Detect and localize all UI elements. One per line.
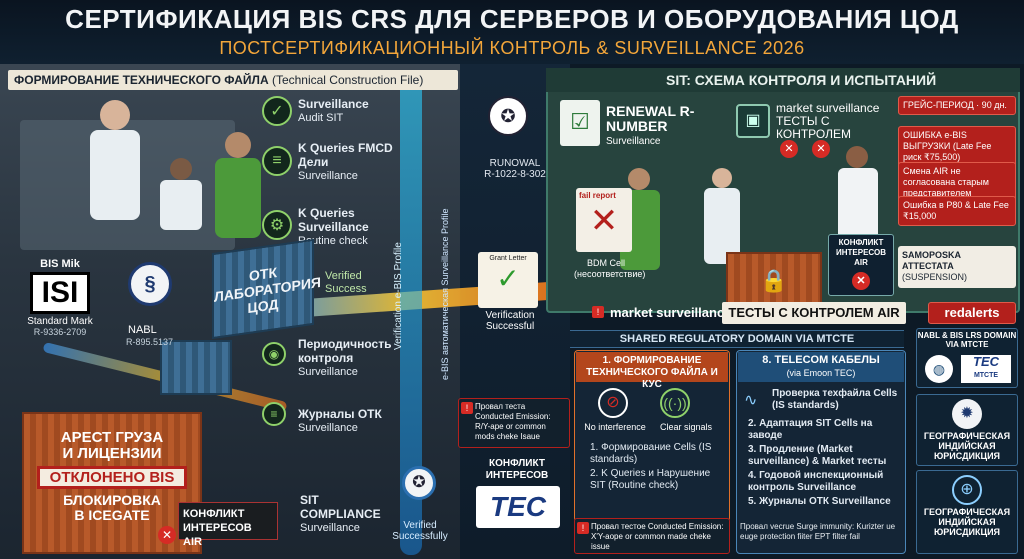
seal-icon: ✪ <box>488 96 528 136</box>
conflict-tec-title: КОНФЛИКТ ИНТЕРЕСОВ <box>485 458 549 481</box>
no-interference-icon: ⊘ <box>598 388 628 418</box>
box2-item: 4. Годовой инспекционный контроль Survei… <box>748 470 884 493</box>
lock-icon: 🔒 <box>760 268 788 293</box>
engineer-avatar <box>225 132 251 158</box>
bis-mark: BIS Mik ISI Standard Mark R-9336-2709 <box>27 258 93 337</box>
vertical-label-surveillance: e-BIS автоматическая Surveillance Profil… <box>440 208 450 380</box>
tec-logo: TEC <box>476 486 560 528</box>
verification-successful: Verification Successful <box>485 310 535 332</box>
close-icon: ✕ <box>812 140 830 158</box>
lab-coat <box>704 188 740 264</box>
nabl-label: NABL <box>128 324 157 336</box>
close-icon: ✕ <box>780 140 798 158</box>
alert-grace-period: ГРЕЙС-ПЕРИОД · 90 дн. <box>898 96 1016 115</box>
inspector-avatar <box>628 168 650 190</box>
page-subtitle: ПОСТСЕРТИФИКАЦИОННЫЙ КОНТРОЛЬ & SURVEILL… <box>219 38 805 58</box>
sit-title: SIT: СХЕМА КОНТРОЛЯ И ИСПЫТАНИЙ <box>546 68 1020 92</box>
box2-item: Проверка техфайла Cells (IS standards) <box>772 388 898 411</box>
emblem-icon: ✹ <box>952 399 982 429</box>
no-interference-label: No interference <box>584 422 646 432</box>
checklist-icon: ✓ <box>262 96 292 126</box>
globe-icon: ⊕ <box>952 475 982 505</box>
conflict-air-badge: КОНФЛИКТ ИНТЕРЕСОВ AIR <box>178 502 278 548</box>
samoposka-box: SAMOPOSKA АТТЕСТАТА(SUSPENSION) <box>898 246 1016 288</box>
camera-icon: ◉ <box>262 342 286 366</box>
verified-successfully: Verified Successfully <box>392 520 448 542</box>
vertical-label-ebis: Verification e-BIS Profile <box>393 242 404 350</box>
scientist-avatar <box>712 168 732 188</box>
globe-icon: ◍ <box>925 355 953 383</box>
lab-container: ОТК ЛАБОРАТОРИЯ ЦОД <box>212 238 321 340</box>
isi-logo: ISI <box>30 272 90 314</box>
technician-avatar <box>170 158 192 180</box>
left-panel-title: ФОРМИРОВАНИЕ ТЕХНИЧЕСКОГО ФАЙЛА (Technic… <box>8 70 458 90</box>
signal-icon: ((·)) <box>660 388 690 418</box>
nabl-code: R-895.5137 <box>126 337 174 347</box>
alert-p80-fee: Ошибка в P80 & Late Fee ₹15,000 <box>898 196 1016 226</box>
warning-conducted-emission-2: Провал тестое Conducted Emission: X'Y-ao… <box>574 518 730 554</box>
box-telecom-cables <box>736 350 906 554</box>
box1-item: 1. Формирование Cells (IS standards) <box>590 442 712 465</box>
box2-footer: Провал vecrue Surge immunity: Kurizter u… <box>740 522 896 541</box>
fail-report-doc: fail report ✕ <box>576 188 632 252</box>
close-icon: ✕ <box>589 202 619 240</box>
log-icon: ≡ <box>262 402 286 426</box>
grant-letter: Grant Letter ✓ <box>478 252 538 308</box>
page-title: СЕРТИФИКАЦИЯ BIS CRS ДЛЯ СЕРВЕРОВ И ОБОР… <box>65 4 959 34</box>
market-surveillance-box: market surveillance ТЕСТЫ С КОНТРОЛЕМ <box>776 101 880 141</box>
box2-item: 3. Продление (Market surveillance) & Mar… <box>748 444 887 467</box>
clear-signals-label: Clear signals <box>659 422 713 432</box>
close-icon: ✕ <box>158 526 176 544</box>
box2-item: 5. Журналы ОТК Surveillance <box>748 496 891 507</box>
alert-ebis-upload: ОШИБКА e-BIS ВЫГРУЗКИ (Late Fee риск ₹75… <box>898 126 1016 167</box>
warning-conducted-emission: Провал теста Conducted Emission: R/Y-ape… <box>458 398 570 448</box>
conflict-air-box: КОНФЛИКТ ИНТЕРЕСОВ AIR ✕ <box>828 234 894 296</box>
warning-icon: ! <box>577 522 589 534</box>
vertical-light-beam <box>400 70 422 555</box>
gear-icon: ⚙ <box>262 210 292 240</box>
air-tests-label: ТЕСТЫ С КОНТРОЛЕМ AIR <box>722 302 906 324</box>
container-blue <box>160 340 232 395</box>
renewal-doc-icon: ☑ <box>560 100 600 146</box>
header: СЕРТИФИКАЦИЯ BIS CRS ДЛЯ СЕРВЕРОВ И ОБОР… <box>0 0 1024 64</box>
geo-jurisdiction-box-2: ⊕ ГЕОГРАФИЧЕСКАЯ ИНДИЙСКАЯ ЮРИСДИКЦИЯ <box>916 470 1018 554</box>
shared-domain-bar: SHARED REGULATORY DOMAIN VIA MTCTE <box>570 330 904 348</box>
market-surveillance-label: market surveillance <box>610 305 732 320</box>
officer-avatar <box>846 146 868 168</box>
monitor-icon: ▣ <box>736 104 770 138</box>
fail-report-caption: BDM Cell(несоответствие) <box>574 258 646 279</box>
box2-item: 2. Адаптация SIT Cells на заводе <box>748 418 873 441</box>
document-icon: ≡ <box>262 146 292 176</box>
technician-coat <box>160 180 202 230</box>
redalerts-badge: redalerts <box>928 302 1016 324</box>
lab-coat <box>90 130 140 220</box>
renewal-r-number: RENEWAL R-NUMBER Surveillance <box>606 103 695 148</box>
box2-title: 8. TELECOM КАБЕЛЫ(via Emoon TEC) <box>738 352 904 382</box>
close-icon: ✕ <box>852 272 870 290</box>
box1-title: 1. ФОРМИРОВАНИЕ ТЕХНИЧЕСКОГО ФАЙЛА И КУС <box>576 352 728 390</box>
warning-icon: ! <box>461 402 473 414</box>
scientist-avatar <box>100 100 130 130</box>
engineer-uniform <box>215 158 261 238</box>
pulse-icon: ∿ <box>744 392 758 409</box>
geo-jurisdiction-box: ✹ ГЕОГРАФИЧЕСКАЯ ИНДИЙСКАЯ ЮРИСДИКЦИЯ <box>916 394 1018 466</box>
nabl-logo-icon: § <box>128 262 172 306</box>
verified-seal-icon: ✪ <box>402 466 436 500</box>
box1-item: 2. K Queries и Нарушение SIT (Routine ch… <box>590 468 711 491</box>
warning-icon: ! <box>592 306 604 318</box>
checkmark-icon: ✓ <box>496 263 520 294</box>
rejected-stamp: ОТКЛОНЕНО BIS <box>37 466 187 489</box>
